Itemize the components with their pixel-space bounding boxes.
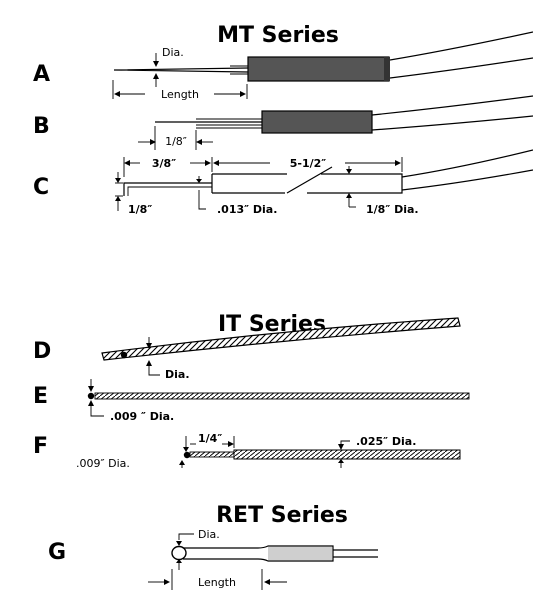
row-letter-a: A (33, 62, 50, 87)
row-letter-c: C (33, 175, 49, 200)
tip-f (183, 451, 191, 459)
bead-tip-g (171, 545, 187, 561)
dia-label-a: Dia. (162, 46, 184, 59)
probe-f: F 1/4″ .009″ Dia. .025″ Dia. (33, 432, 461, 470)
offset-label-f: 1/4″ (198, 432, 222, 445)
body-label-c: 5-1/2″ (290, 157, 327, 170)
mt-series-title: MT Series (217, 23, 339, 48)
dia-label-g: Dia. (198, 528, 220, 541)
probe-d: D Dia. (33, 317, 461, 381)
row-letter-b: B (33, 114, 50, 139)
probe-body-c (211, 173, 287, 194)
probe-g: G Dia. Length (48, 528, 378, 590)
row-letter-g: G (48, 540, 66, 565)
probe-a: A Dia. Length (33, 31, 533, 101)
cable-f (233, 449, 461, 460)
offset-label-b: 1/8″ (165, 135, 187, 148)
tip-e (87, 392, 95, 400)
tip-label-c: 1/8″ (128, 203, 152, 216)
wire-dia-label-c: .013″ Dia. (217, 203, 277, 216)
probe-b: B 1/8″ (33, 95, 533, 150)
ret-series-title: RET Series (216, 503, 348, 528)
probe-e: E .009 ″ Dia. (33, 379, 470, 423)
length-label-a: Length (161, 88, 199, 101)
wire-e (94, 392, 470, 400)
probe-body-g (183, 545, 334, 562)
row-letter-e: E (33, 384, 48, 409)
tip-dia-label-f: .009″ Dia. (76, 457, 130, 470)
row-letter-d: D (33, 339, 51, 364)
probe-c: C 3/8″ 5-1/2″ 1/8″ (33, 149, 533, 216)
flexible-probe-d (101, 317, 461, 361)
dia-label-e: .009 ″ Dia. (110, 410, 174, 423)
probe-body-b (261, 110, 373, 134)
dia-label-d: Dia. (165, 368, 190, 381)
length-label-g: Length (198, 576, 236, 589)
body-dia-label-c: 1/8″ Dia. (366, 203, 419, 216)
probe-body-a (247, 56, 390, 82)
row-letter-f: F (33, 434, 48, 459)
needle-a (113, 67, 249, 73)
cable-dia-label-f: .025″ Dia. (356, 435, 416, 448)
bent-wire-c (123, 182, 212, 196)
bend-label-c: 3/8″ (152, 157, 176, 170)
